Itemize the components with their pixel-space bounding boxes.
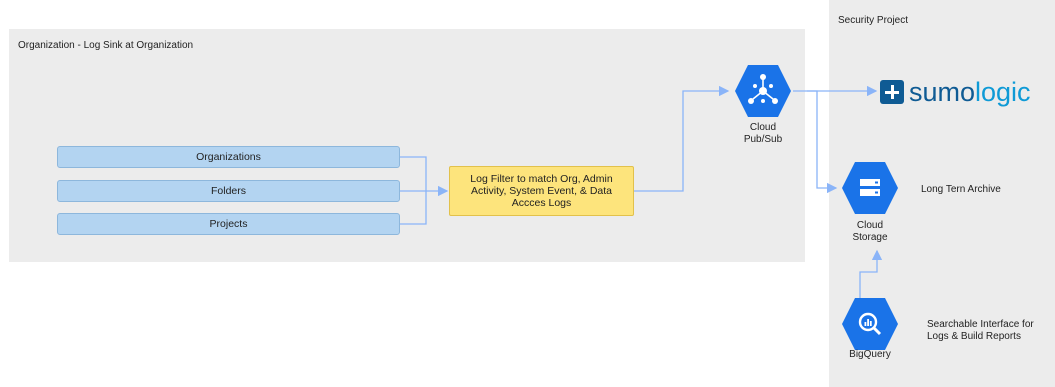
pubsub-icon	[735, 65, 791, 117]
connector-bigquery-to-storage	[859, 249, 883, 298]
connector-projects	[400, 191, 427, 225]
connector-organizations	[400, 156, 427, 191]
storage-icon	[842, 162, 898, 214]
connector-filter-to-pubsub	[634, 85, 730, 192]
organization-title: Organization - Log Sink at Organization	[18, 40, 194, 51]
bigquery-icon	[842, 298, 898, 350]
source-projects: Projects	[57, 213, 400, 235]
source-organizations: Organizations	[57, 146, 400, 168]
connector-pubsub-to-storage	[807, 90, 838, 194]
security-project-title: Security Project	[838, 15, 909, 26]
log-filter-box: Log Filter to match Org, Admin Activity,…	[449, 166, 634, 216]
source-folders: Folders	[57, 180, 400, 202]
bigquery-label: BigQuery	[849, 349, 891, 360]
storage-note: Long Tern Archive	[921, 184, 1001, 195]
sumologic-plus-icon	[880, 80, 904, 104]
